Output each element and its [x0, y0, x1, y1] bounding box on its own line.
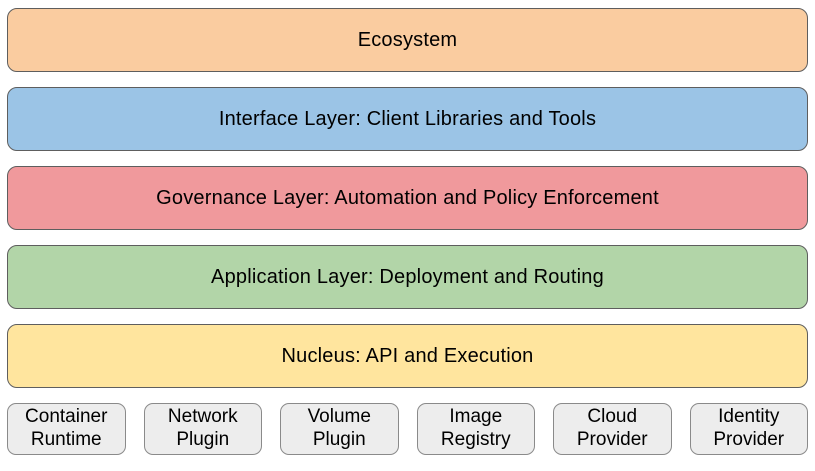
- box-image-registry-label: Image Registry: [440, 406, 511, 450]
- box-identity-provider: Identity Provider: [689, 403, 808, 455]
- box-container-runtime: Container Runtime: [7, 403, 126, 455]
- layer-ecosystem: Ecosystem: [7, 8, 808, 72]
- layer-nucleus-label: Nucleus: API and Execution: [281, 344, 534, 367]
- layer-ecosystem-label: Ecosystem: [357, 28, 458, 51]
- box-volume-plugin-label: Volume Plugin: [307, 406, 371, 450]
- layer-interface-label: Interface Layer: Client Libraries and To…: [218, 107, 597, 130]
- box-network-plugin-label: Network Plugin: [167, 406, 238, 450]
- layer-application: Application Layer: Deployment and Routin…: [7, 245, 808, 309]
- box-network-plugin: Network Plugin: [143, 403, 262, 455]
- layer-governance-label: Governance Layer: Automation and Policy …: [156, 186, 659, 209]
- box-container-runtime-label: Container Runtime: [25, 406, 108, 450]
- layer-nucleus: Nucleus: API and Execution: [7, 324, 808, 388]
- box-cloud-provider-label: Cloud Provider: [576, 406, 648, 450]
- layer-interface: Interface Layer: Client Libraries and To…: [7, 87, 808, 151]
- external-providers-row: Container Runtime Network Plugin Volume …: [7, 403, 808, 455]
- box-cloud-provider: Cloud Provider: [553, 403, 672, 455]
- layer-governance: Governance Layer: Automation and Policy …: [7, 166, 808, 230]
- box-volume-plugin: Volume Plugin: [280, 403, 399, 455]
- box-identity-provider-label: Identity Provider: [713, 406, 785, 450]
- layer-application-label: Application Layer: Deployment and Routin…: [211, 265, 604, 288]
- box-image-registry: Image Registry: [416, 403, 535, 455]
